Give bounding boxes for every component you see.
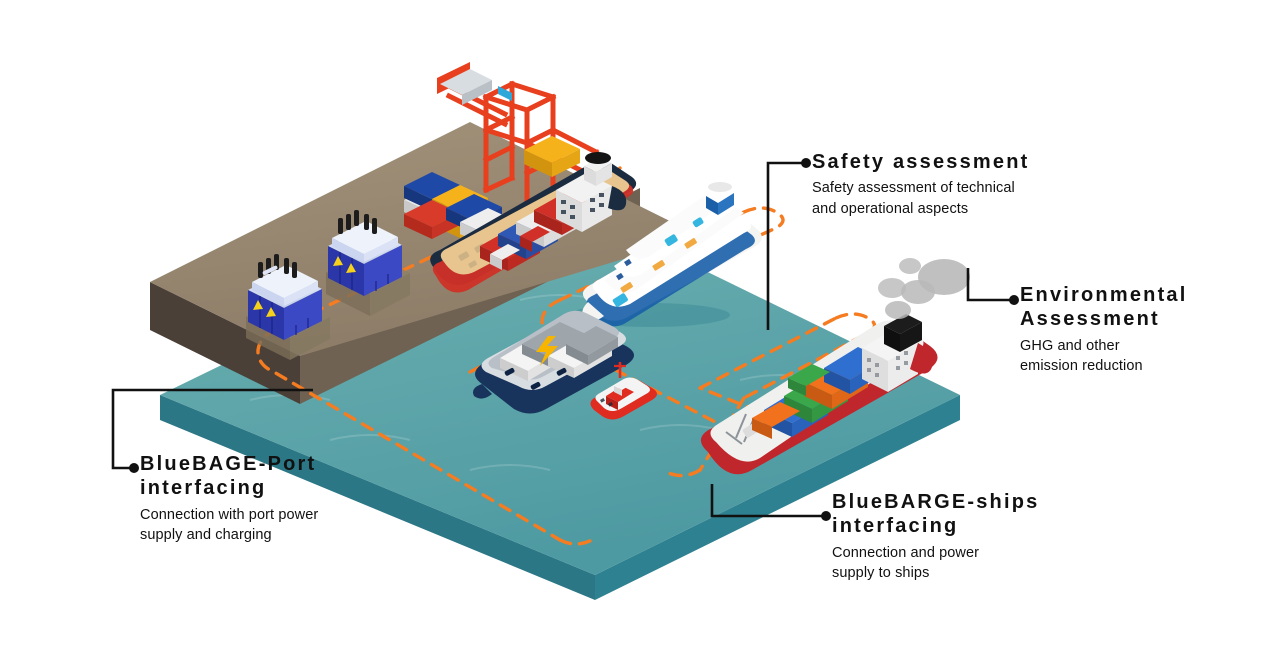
callout-title: BlueBARGE-ships interfacing — [832, 490, 1092, 539]
cruise-ship — [570, 182, 762, 327]
leader-lines — [111, 158, 1019, 521]
container-stacks — [404, 136, 580, 261]
callout-desc-line: Safety assessment of technical — [812, 180, 1015, 197]
callout-environmental-assessment: Environmental Assessment GHG and other e… — [1020, 283, 1250, 377]
tugboat — [590, 362, 657, 420]
substation-right — [326, 210, 410, 316]
callout-title-line: Environmental — [1020, 284, 1188, 306]
callout-title: Environmental Assessment — [1020, 283, 1250, 332]
bulk-carrier — [700, 314, 938, 475]
callout-desc-line: Connection with port power — [140, 506, 319, 523]
callout-desc-line: emission reduction — [1020, 358, 1143, 375]
smoke-plume — [878, 258, 970, 319]
callout-bluebarge-port-interfacing: BlueBAGE-Port interfacing Connection wit… — [140, 452, 400, 546]
callout-title-line: BlueBARGE-ships — [832, 491, 1040, 513]
callout-desc-line: and operational aspects — [812, 200, 969, 217]
callout-title: Safety assessment — [812, 151, 1030, 173]
callout-description: GHG and other emission reduction — [1020, 336, 1250, 377]
callout-desc-line: GHG and other — [1020, 337, 1120, 354]
callout-desc-line: supply and charging — [140, 527, 272, 544]
callout-desc-line: supply to ships — [832, 565, 930, 582]
callout-bluebarge-ships-interfacing: BlueBARGE-ships interfacing Connection a… — [832, 490, 1092, 584]
callout-title: BlueBAGE-Port interfacing — [140, 452, 400, 501]
callout-title-line: BlueBAGE-Port — [140, 453, 317, 475]
callout-safety-assessment: Safety assessment Safety assessment of t… — [812, 150, 1112, 220]
callout-title-line: interfacing — [832, 515, 959, 538]
callout-description: Connection and power supply to ships — [832, 543, 1092, 584]
callout-description: Connection with port power supply and ch… — [140, 505, 400, 546]
callout-desc-line: Connection and power — [832, 544, 980, 561]
bluebarge — [473, 310, 634, 414]
substation-left — [246, 254, 330, 360]
lightning-bolt-icon — [536, 336, 558, 366]
container-ship — [430, 152, 637, 293]
callout-title-line: interfacing — [140, 477, 267, 500]
callout-description: Safety assessment of technical and opera… — [812, 178, 1112, 219]
callout-title-line: Assessment — [1020, 308, 1160, 331]
